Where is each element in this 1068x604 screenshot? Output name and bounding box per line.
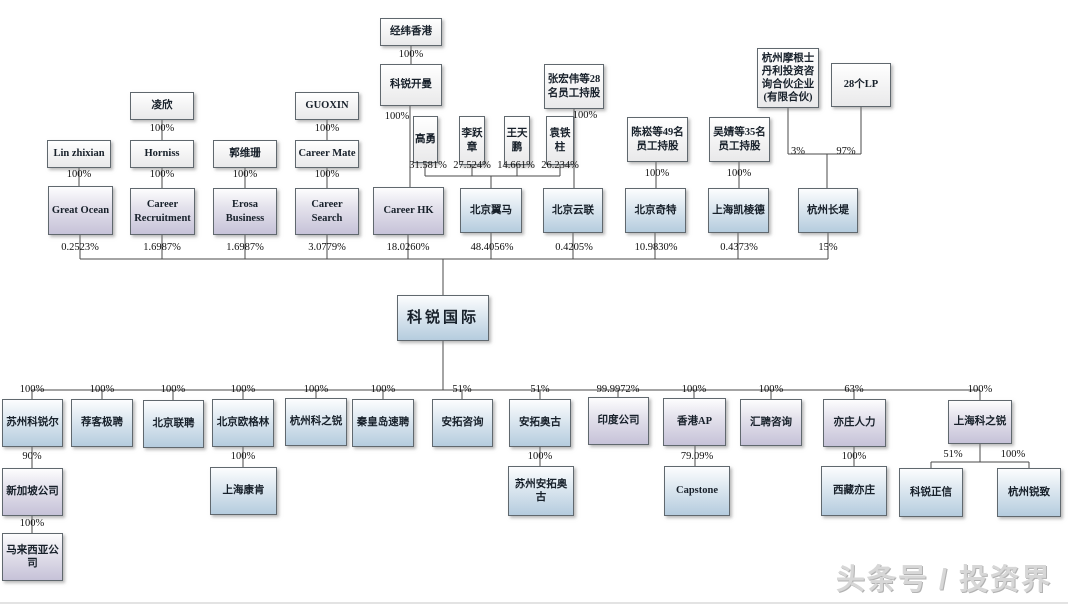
ownership-label-chensong_qite: 100% [644, 168, 670, 179]
org-node-hz_kezhirui: 杭州科之锐 [285, 398, 347, 446]
ownership-label-careermate_careersearch: 100% [314, 169, 340, 180]
ownership-label-zhanghongwei_yunlian: 100% [572, 110, 598, 121]
ownership-label-guoweishan_erosa: 100% [232, 169, 258, 180]
ownership-label-liyuezhang_yima: 27.524% [453, 160, 491, 171]
ownership-label-shkezhirui_zhengxin: 51% [943, 449, 963, 460]
ownership-label-kerui_jianke: 100% [89, 384, 115, 395]
ownership-label-qite_kerui: 10.9830% [634, 242, 678, 253]
ownership-label-changdi_kerui: 15% [818, 242, 838, 253]
org-node-sz_antuo_aogu: 苏州安拓奥古 [508, 466, 574, 516]
ownership-label-jingwei_kaiman: 100% [398, 49, 424, 60]
ownership-label-wujing_kailengde: 100% [726, 168, 752, 179]
ownership-label-ougelin_kangken: 100% [230, 451, 256, 462]
org-node-wu_jing: 吴婧等35名员工持股 [709, 117, 770, 162]
org-node-horniss: Horniss [130, 140, 194, 168]
org-node-hk_ap: 香港AP [663, 398, 726, 446]
org-node-bj_yima: 北京翼马 [460, 188, 522, 233]
ownership-label-lp_changdi: 97% [836, 146, 856, 157]
ownership-label-lingxin_horniss: 100% [149, 123, 175, 134]
org-node-jianke_jipin: 荐客极聘 [71, 399, 133, 447]
org-node-sz_keruier: 苏州科锐尔 [2, 399, 63, 447]
ownership-label-kerui_antuozixun: 51% [452, 384, 472, 395]
org-node-wang_tianpeng: 王天鹏 [504, 116, 530, 165]
ownership-label-horniss_careerrec: 100% [149, 169, 175, 180]
ownership-label-kerui_shkezhirui: 100% [967, 384, 993, 395]
ownership-label-wangtianpeng_yima: 14.661% [497, 160, 535, 171]
ownership-label-szkeruier_singapore: 90% [22, 451, 42, 462]
org-node-lingxin: 凌欣 [130, 92, 194, 120]
org-node-antuo_zixun: 安拓咨询 [432, 399, 493, 447]
ownership-label-greatocean_kerui: 0.2523% [61, 242, 99, 253]
ownership-label-kerui_hzkezhirui: 100% [303, 384, 329, 395]
org-node-singapore: 新加坡公司 [2, 468, 63, 516]
org-node-guo_weishan: 郭维珊 [213, 140, 277, 168]
ownership-label-kerui_hkap: 100% [681, 384, 707, 395]
watermark-text: 头条号 / 投资界 [835, 564, 1052, 596]
org-node-sh_kangken: 上海康肯 [210, 467, 277, 515]
ownership-label-careerhk_kerui: 18.0260% [386, 242, 430, 253]
org-node-great_ocean: Great Ocean [48, 186, 113, 235]
ownership-label-morgan_changdi: 3% [791, 146, 805, 157]
ownership-label-careerrec_kerui: 1.6987% [143, 242, 181, 253]
ownership-label-hkap_capstone: 79.09% [680, 451, 714, 462]
ownership-label-kerui_huipin: 100% [758, 384, 784, 395]
ownership-label-kerui_qhd: 100% [370, 384, 396, 395]
ownership-label-linzhixian_greatocean: 100% [66, 169, 92, 180]
ownership-label-kerui_bjlianpin: 100% [160, 384, 186, 395]
org-node-bj_ougelin: 北京欧格林 [212, 399, 274, 447]
org-node-career_recruitment: Career Recruitment [130, 188, 195, 235]
ownership-label-shkezhirui_ruizhi: 100% [1000, 449, 1026, 460]
ownership-label-kailengde_kerui: 0.4373% [720, 242, 758, 253]
ownership-label-careersearch_kerui: 3.0779% [308, 242, 346, 253]
org-node-sh_kailengde: 上海凯棱德 [708, 188, 769, 233]
org-node-bj_lianpin: 北京联聘 [143, 400, 204, 448]
org-node-zhang_hongwei: 张宏伟等28名员工持股 [544, 64, 604, 109]
ownership-label-kerui_antuoaogu: 51% [530, 384, 550, 395]
org-node-bj_qite: 北京奇特 [625, 188, 686, 233]
ownership-label-kerui_szkeruier: 100% [19, 384, 45, 395]
org-node-li_yuezhang: 李跃章 [459, 116, 485, 165]
ownership-label-yizhuang_xizang: 100% [841, 451, 867, 462]
ownership-label-guoxin_careermate: 100% [314, 123, 340, 134]
ownership-label-yuantiezhu_yima: 26.234% [541, 160, 579, 171]
ownership-label-singapore_malaysia: 100% [19, 518, 45, 529]
org-node-career_mate: Career Mate [295, 140, 359, 168]
org-node-hz_morgan: 杭州摩根士丹利投资咨询合伙企业(有限合伙) [757, 48, 819, 108]
ownership-label-antuoaogu_sz: 100% [527, 451, 553, 462]
org-node-hz_changdi: 杭州长堤 [798, 188, 858, 233]
org-node-huipin_zixun: 汇聘咨询 [740, 399, 802, 446]
ownership-label-yima_kerui: 48.4056% [470, 242, 514, 253]
org-node-jingwei_hk: 经纬香港 [380, 18, 442, 46]
ownership-label-kerui_yindu: 99.9972% [596, 384, 640, 395]
ownership-label-kaiman_careerhk: 100% [384, 111, 410, 122]
org-node-hz_ruizhi: 杭州锐致 [997, 468, 1061, 517]
org-node-guoxin: GUOXIN [295, 92, 359, 120]
ownership-label-gaoyong_yima: 31.581% [409, 160, 447, 171]
org-node-malaysia: 马来西亚公司 [2, 533, 63, 581]
org-node-erosa_business: Erosa Business [213, 188, 277, 235]
ownership-label-kerui_yizhuang: 63% [844, 384, 864, 395]
org-node-xz_yizhuang: 西藏亦庄 [821, 466, 887, 516]
org-node-kerui_intl: 科锐国际 [397, 295, 489, 341]
org-node-career_hk: Career HK [373, 187, 444, 235]
org-node-kerui_kaiman: 科锐开曼 [380, 64, 442, 106]
org-node-career_search: Career Search [295, 188, 359, 235]
org-node-lp_28: 28个LP [831, 63, 891, 107]
ownership-label-erosa_kerui: 1.6987% [226, 242, 264, 253]
org-node-yuan_tiezhu: 袁铁柱 [546, 116, 574, 165]
org-node-qhd_supin: 秦皇岛速聘 [352, 399, 414, 447]
org-node-capstone: Capstone [664, 466, 730, 516]
org-node-yindu_gongsi: 印度公司 [588, 397, 649, 445]
ownership-label-kerui_ougelin: 100% [230, 384, 256, 395]
org-node-kerui_zhengxin: 科锐正信 [899, 468, 963, 517]
org-node-bj_yunlian: 北京云联 [543, 188, 603, 233]
org-node-gao_yong: 高勇 [413, 116, 438, 163]
org-node-antuo_aogu: 安拓奥古 [509, 399, 571, 447]
org-node-sh_kezhirui: 上海科之锐 [948, 400, 1012, 444]
ownership-label-yunlian_kerui: 0.4205% [555, 242, 593, 253]
org-node-chen_song: 陈崧等49名员工持股 [627, 117, 688, 162]
org-node-lin_zhixian: Lin zhixian [47, 140, 111, 168]
org-node-yizhuang_renli: 亦庄人力 [823, 399, 886, 447]
